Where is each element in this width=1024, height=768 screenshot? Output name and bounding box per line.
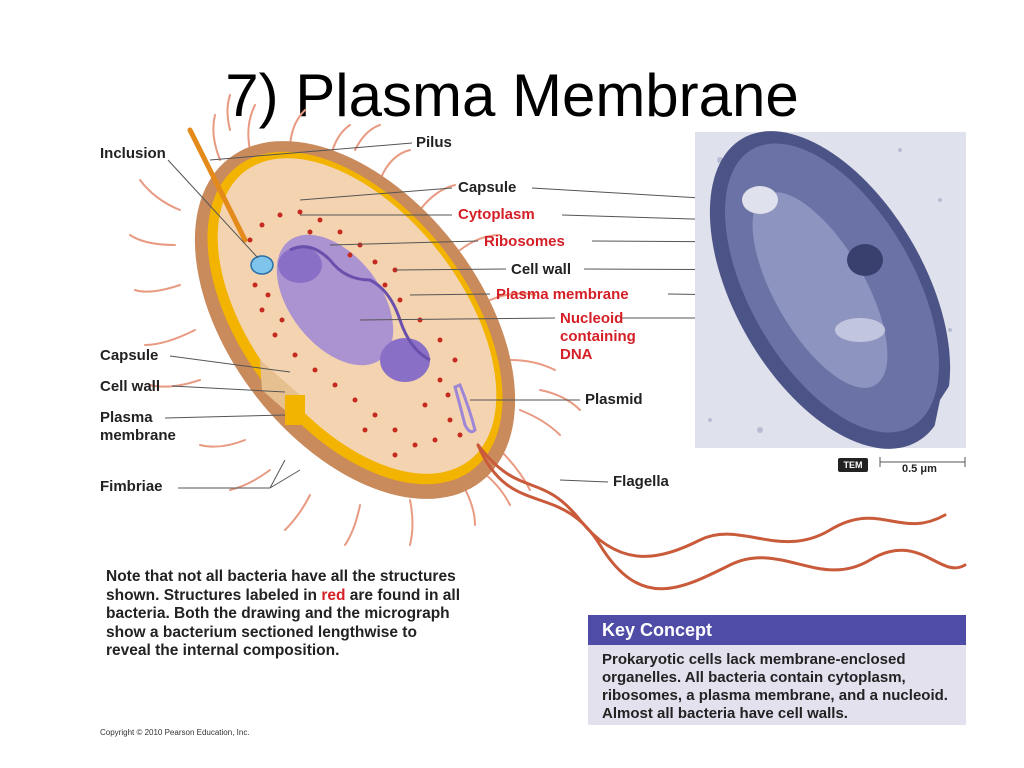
label-plasmid: Plasmid	[585, 391, 643, 408]
label-inclusion: Inclusion	[100, 145, 166, 162]
note-part2: are found in all bacteria. Both the draw…	[106, 586, 460, 660]
label-fimbriae: Fimbriae	[100, 478, 163, 495]
label-capsule-left: Capsule	[100, 347, 159, 364]
label-nucleoid-3: DNA	[560, 346, 593, 363]
label-capsule-right: Capsule	[458, 179, 517, 196]
label-cell-wall-left: Cell wall	[100, 378, 161, 395]
label-ribosomes: Ribosomes	[484, 233, 565, 250]
label-nucleoid-1: Nucleoid	[560, 310, 624, 327]
note-red-word: red	[321, 586, 346, 604]
label-plasma-left-2: membrane	[100, 427, 176, 444]
label-plasma-membrane-right: Plasma membrane	[496, 286, 629, 303]
label-cell-wall-right: Cell wall	[511, 261, 572, 278]
key-concept-body: Prokaryotic cells lack membrane-enclosed…	[602, 651, 948, 722]
tem-badge: TEM	[838, 458, 868, 472]
label-pilus: Pilus	[416, 134, 452, 151]
key-concept-heading: Key Concept	[588, 615, 966, 645]
slide-title: 7) Plasma Membrane	[225, 62, 799, 129]
label-nucleoid-2: containing	[560, 328, 636, 345]
inclusion-shape	[250, 255, 274, 275]
nucleoid-shape	[276, 234, 431, 382]
pilus-shape	[187, 127, 248, 243]
label-flagella: Flagella	[613, 473, 669, 490]
scale-bar-label: 0.5 μm	[902, 463, 937, 475]
plasmid-shape	[453, 383, 477, 434]
flagella-shape	[476, 443, 967, 591]
label-cytoplasm: Cytoplasm	[458, 206, 535, 223]
key-concept-box: Key Concept Prokaryotic cells lack membr…	[588, 615, 966, 725]
label-plasma-left-1: Plasma	[100, 409, 153, 426]
ribosome-dots	[247, 209, 463, 458]
note-part1: Note that not all bacteria have all the …	[106, 568, 456, 604]
copyright-notice: Copyright © 2010 Pearson Education, Inc.	[100, 728, 250, 737]
note-paragraph: Note that not all bacteria have all the …	[106, 568, 466, 661]
